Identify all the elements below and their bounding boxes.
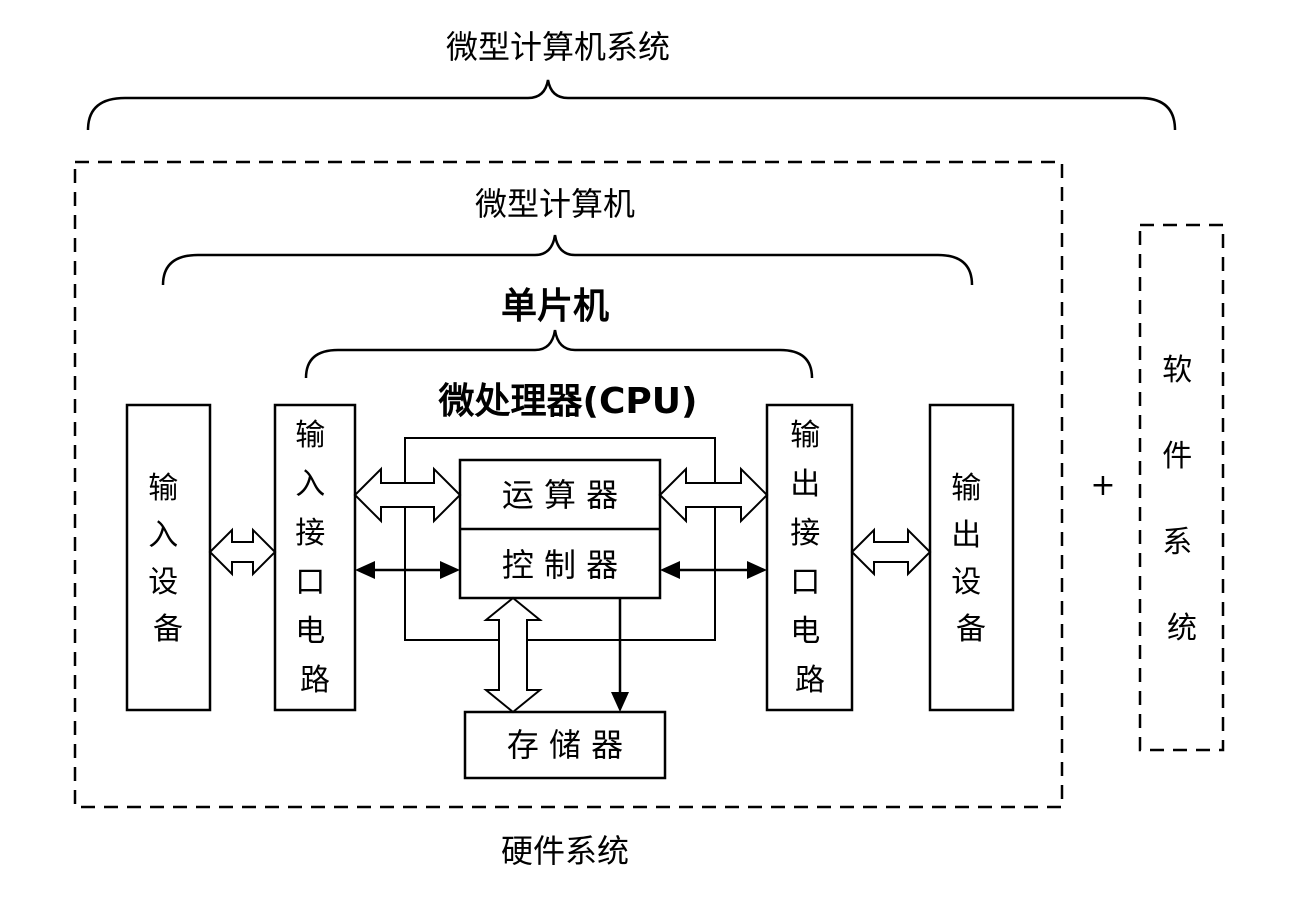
single-chip-brace bbox=[304, 329, 814, 379]
software-system-char-1: 软 bbox=[1162, 353, 1192, 388]
cpu-title: 微处理器(CPU) bbox=[438, 381, 698, 422]
output-device-char-1: 输 bbox=[951, 471, 981, 506]
output-device-bus-arrow bbox=[850, 527, 932, 577]
microcomputer-system-title: 微型计算机系统 bbox=[446, 28, 670, 66]
input-device-label: 输 入 设 备 bbox=[148, 471, 188, 647]
hardware-system-box bbox=[73, 160, 1064, 809]
microcomputer-brace bbox=[161, 234, 974, 286]
output-device-char-3: 设 bbox=[951, 565, 981, 600]
plus-sign: + bbox=[1090, 468, 1115, 503]
output-device-char-2: 出 bbox=[951, 518, 981, 553]
output-device-box bbox=[928, 403, 1015, 712]
input-device-char-2: 入 bbox=[148, 518, 178, 553]
controller-label: 控 制 器 bbox=[502, 546, 618, 584]
output-interface-char-6: 路 bbox=[795, 663, 825, 698]
software-system-char-2: 件 bbox=[1162, 439, 1192, 474]
memory-data-bus-arrow bbox=[483, 596, 543, 714]
input-device-box bbox=[125, 403, 212, 712]
input-device-char-4: 备 bbox=[153, 612, 183, 647]
single-chip-title: 单片机 bbox=[501, 286, 609, 327]
memory-box bbox=[463, 710, 667, 780]
software-system-box bbox=[1138, 223, 1225, 752]
input-interface-label: 输 入 接 口 电 路 bbox=[295, 418, 335, 698]
output-control-arrowhead-right bbox=[747, 561, 767, 579]
input-control-arrowhead-left bbox=[355, 561, 375, 579]
memory-label: 存 储 器 bbox=[507, 726, 623, 764]
output-interface-char-3: 接 bbox=[790, 516, 820, 551]
input-interface-char-4: 口 bbox=[295, 565, 325, 600]
microcomputer-title: 微型计算机 bbox=[475, 185, 635, 223]
system-brace bbox=[86, 79, 1177, 131]
software-system-char-3: 系 bbox=[1162, 525, 1192, 560]
output-control-arrowhead-left bbox=[660, 561, 680, 579]
input-device-char-3: 设 bbox=[148, 565, 178, 600]
output-interface-char-5: 电 bbox=[790, 614, 820, 649]
output-interface-label: 输 出 接 口 电 路 bbox=[790, 418, 830, 698]
output-device-char-4: 备 bbox=[956, 612, 986, 647]
software-system-char-4: 统 bbox=[1167, 611, 1197, 646]
output-interface-char-2: 出 bbox=[790, 467, 820, 502]
output-interface-char-4: 口 bbox=[790, 565, 820, 600]
output-interface-data-bus-arrow bbox=[658, 466, 769, 524]
output-device-label: 输 出 设 备 bbox=[951, 471, 991, 647]
input-interface-char-3: 接 bbox=[295, 516, 325, 551]
software-system-label: 软 件 系 统 bbox=[1162, 353, 1202, 646]
input-control-arrowhead-right bbox=[440, 561, 460, 579]
input-device-bus-arrow bbox=[208, 527, 277, 577]
input-interface-data-bus-arrow bbox=[353, 466, 462, 524]
input-interface-box bbox=[273, 403, 357, 712]
output-interface-box bbox=[765, 403, 854, 712]
output-interface-char-1: 输 bbox=[790, 418, 820, 453]
input-interface-char-6: 路 bbox=[300, 663, 330, 698]
hardware-system-title: 硬件系统 bbox=[501, 832, 629, 870]
input-interface-char-2: 入 bbox=[295, 467, 325, 502]
alu-label: 运 算 器 bbox=[502, 476, 618, 514]
input-device-char-1: 输 bbox=[148, 471, 178, 506]
memory-control-arrowhead bbox=[611, 692, 629, 712]
cpu-internal-bus bbox=[404, 437, 716, 641]
input-interface-char-1: 输 bbox=[295, 418, 325, 453]
input-interface-char-5: 电 bbox=[295, 614, 325, 649]
